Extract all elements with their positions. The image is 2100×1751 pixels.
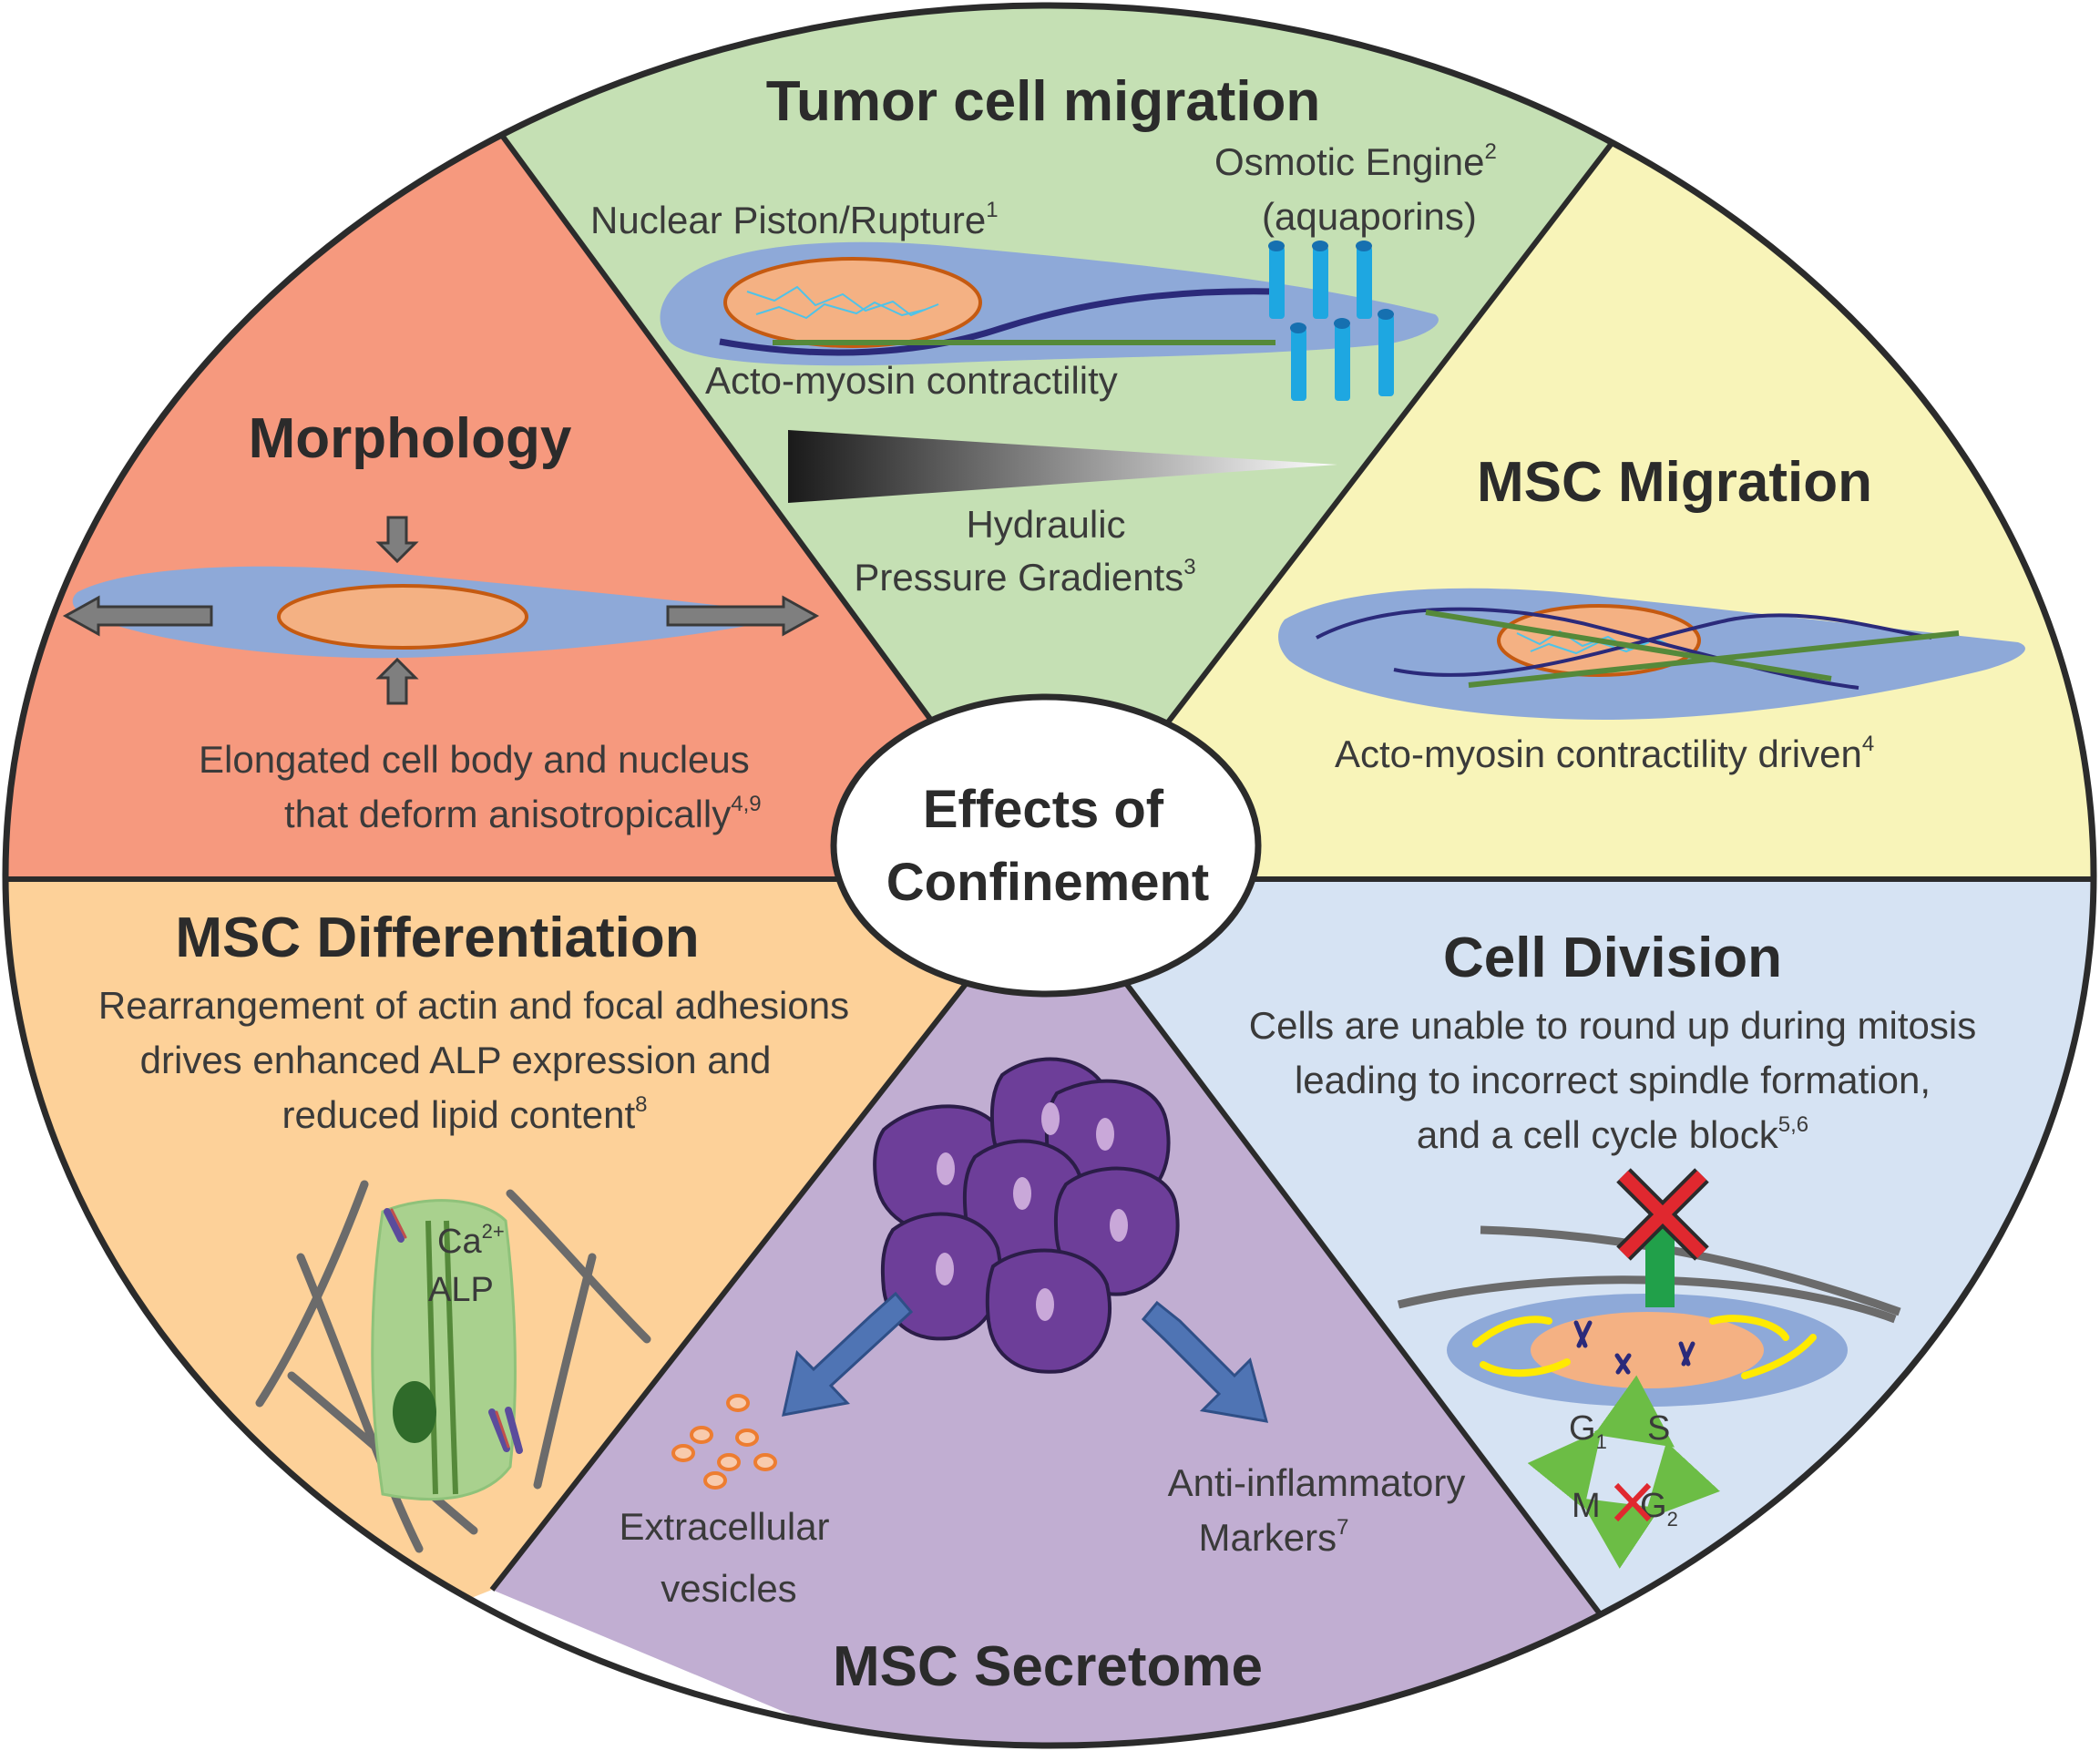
arrow-to-markers-icon	[1141, 1300, 1269, 1423]
morphology-line-1: Elongated cell body and nucleus	[199, 738, 750, 781]
vesicles-label-1: Extracellular	[619, 1505, 829, 1548]
msc-myosin-1	[1316, 607, 1859, 690]
chromosomes	[1573, 1320, 1695, 1375]
acto-myosin-label: Acto-myosin contractility	[705, 359, 1118, 402]
tumor-title: Tumor cell migration	[766, 70, 1321, 133]
hydraulic-label-1: Hydraulic	[966, 503, 1125, 546]
nuclear-piston-label: Nuclear Piston/Rupture1	[590, 198, 999, 241]
phase-g2-sub: 2	[1667, 1508, 1678, 1531]
markers-text: Markers	[1198, 1516, 1337, 1559]
anti-inflammatory-label-1: Anti-inflammatory	[1168, 1461, 1466, 1504]
morphology-line-2-ref: 4,9	[731, 792, 761, 816]
cell-division-title: Cell Division	[1443, 927, 1782, 989]
arrow-right-icon	[666, 595, 820, 637]
phase-s: S	[1647, 1409, 1670, 1448]
phase-g1: G1	[1569, 1409, 1607, 1453]
msc-diff-line-1: Rearrangement of actin and focal adhesio…	[98, 984, 849, 1027]
focal-adhesions	[384, 1208, 523, 1454]
msc-diff-line-3: reduced lipid content8	[282, 1092, 648, 1136]
compression-arrows	[62, 516, 820, 705]
markers-ref: 7	[1337, 1515, 1348, 1540]
cell-nuclei	[936, 1102, 1128, 1321]
hydraulic-gradient-wedge	[788, 430, 1337, 503]
phase-g1-sub: 1	[1596, 1430, 1607, 1453]
nuclear-piston-text: Nuclear Piston/Rupture	[590, 199, 986, 241]
osmotic-text: Osmotic Engine	[1214, 140, 1484, 183]
spindle-right	[1709, 1315, 1817, 1379]
tumor-migration-panel: Tumor cell migration Nuclear Piston/Rupt…	[590, 70, 1497, 599]
confinement-plate-top	[1480, 1225, 1901, 1316]
msc-actin-2	[1468, 630, 1960, 688]
cycle-arrow-top-icon	[1593, 1375, 1675, 1448]
cycle-arrow-left-icon	[1527, 1429, 1603, 1510]
cycle-block-x-icon	[1613, 1482, 1652, 1522]
alp-label: ALP	[428, 1271, 494, 1309]
hydraulic-ref: 3	[1183, 555, 1195, 579]
spindle-left	[1472, 1316, 1571, 1377]
cell-division-line-2: leading to incorrect spindle formation,	[1295, 1059, 1931, 1101]
vesicles-label-2: vesicles	[661, 1567, 796, 1610]
myosin-fiber	[719, 288, 1276, 356]
aquaporin-channels	[1268, 241, 1394, 401]
calcium-text: Ca	[437, 1223, 482, 1261]
msc-migration-title: MSC Migration	[1477, 451, 1872, 514]
calcium-label: Ca2+	[437, 1220, 505, 1261]
msc-diff-line-3-ref: 8	[635, 1092, 647, 1117]
arrow-to-vesicles-icon	[782, 1291, 914, 1417]
morphology-nucleus	[277, 584, 528, 650]
nuclear-piston-ref: 1	[986, 198, 998, 222]
anti-inflammatory-label-2: Markers7	[1198, 1515, 1348, 1559]
msc-migration-caption: Acto-myosin contractility driven4	[1335, 732, 1874, 775]
diff-nucleus	[393, 1381, 436, 1443]
center-title-line-1: Effects of	[923, 780, 1164, 839]
diff-fiber-2	[444, 1220, 458, 1495]
tumor-chromatin	[746, 285, 939, 320]
sector-tumor-migration	[483, 5, 1631, 879]
msc-diff-title: MSC Differentiation	[175, 906, 699, 969]
cell-cycle-diagram: G1 S M G 2	[1527, 1375, 1720, 1569]
cycle-arrow-right-icon	[1644, 1441, 1720, 1521]
msc-migration-caption-text: Acto-myosin contractility driven	[1335, 732, 1862, 775]
cell-division-line-3-ref: 5,6	[1778, 1112, 1808, 1137]
aquaporins-label: (aquaporins)	[1262, 195, 1477, 238]
msc-migration-caption-ref: 4	[1862, 732, 1874, 756]
msc-actin-1	[1425, 609, 1832, 681]
arrow-down-icon	[375, 516, 419, 564]
diff-fiber-1	[425, 1220, 438, 1495]
msc-migration-panel: MSC Migration Acto-myosin contractility …	[1278, 451, 2025, 775]
hydraulic-label-2: Pressure Gradients3	[854, 555, 1195, 599]
blocked-x-icon	[1616, 1168, 1709, 1261]
phase-m: M	[1572, 1487, 1601, 1525]
morphology-line-2-text: that deform anisotropically	[284, 793, 731, 835]
hydraulic-text: Pressure Gradients	[854, 556, 1183, 599]
msc-myosin-2	[1393, 613, 1932, 677]
calcium-sup: 2+	[482, 1220, 505, 1243]
cell-division-line-3: and a cell cycle block5,6	[1417, 1112, 1808, 1156]
msc-diff-line-2: drives enhanced ALP expression and	[140, 1039, 772, 1081]
msc-secretome-panel: MSC Secretome	[619, 1057, 1466, 1698]
dividing-nucleus	[1531, 1312, 1764, 1388]
msc-differentiation-panel: MSC Differentiation Rearrangement of act…	[98, 906, 849, 1553]
center-title-line-2: Confinement	[886, 853, 1209, 912]
morphology-panel: Morphology Elongated cell body and nucle…	[62, 407, 820, 835]
morphology-title: Morphology	[249, 407, 572, 470]
rounding-arrow-shaft	[1645, 1234, 1675, 1307]
msc-diff-line-3-text: reduced lipid content	[282, 1093, 636, 1136]
osmotic-ref: 2	[1484, 139, 1496, 164]
arrow-up-icon	[375, 657, 419, 705]
center-ellipse	[830, 693, 1262, 998]
cell-division-line-3-text: and a cell cycle block	[1417, 1113, 1779, 1156]
extracellular-vesicles	[671, 1394, 777, 1490]
center-hub: Effects of Confinement	[830, 693, 1262, 998]
cell-division-line-1: Cells are unable to round up during mito…	[1249, 1004, 1976, 1047]
arrow-left-icon	[62, 595, 213, 637]
osmotic-engine-label: Osmotic Engine2	[1214, 139, 1497, 183]
cell-division-panel: Cell Division Cells are unable to round …	[1249, 927, 1976, 1569]
morphology-line-2: that deform anisotropically4,9	[284, 792, 762, 835]
secretome-title: MSC Secretome	[833, 1635, 1263, 1698]
phase-g1-letter: G	[1569, 1409, 1596, 1448]
